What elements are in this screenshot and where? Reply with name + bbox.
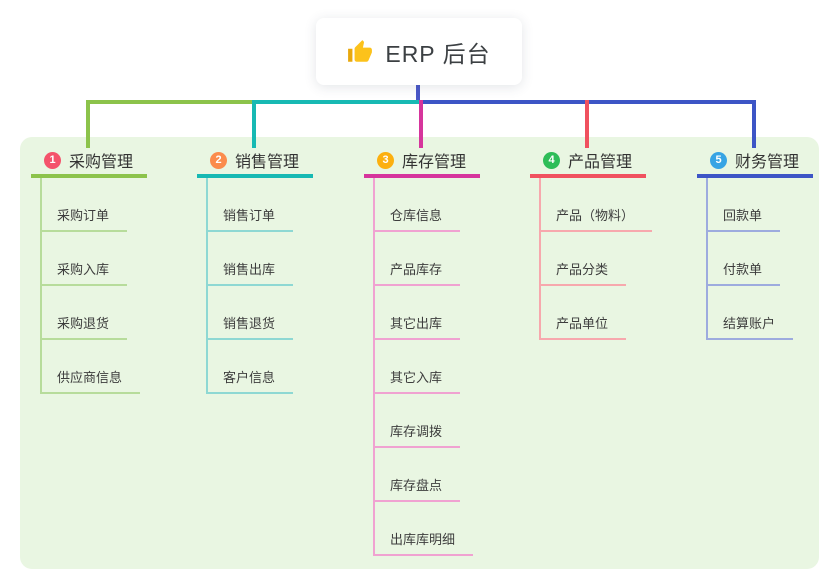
branch-header[interactable]: 5 财务管理 — [697, 149, 839, 171]
connector-bus-segment — [252, 100, 419, 104]
tree-item[interactable]: 销售订单 — [208, 178, 357, 232]
branch-items: 回款单付款单结算账户 — [706, 178, 839, 340]
branch-column: 2 销售管理 销售订单销售出库销售退货客户信息 — [197, 149, 357, 394]
tree-item-label: 仓库信息 — [375, 205, 461, 232]
tree-item-label: 其它入库 — [375, 367, 461, 394]
tree-item[interactable]: 库存盘点 — [375, 448, 524, 502]
branch-underline — [364, 174, 480, 178]
tree-item-label: 供应商信息 — [42, 367, 141, 394]
branch-header[interactable]: 3 库存管理 — [364, 149, 524, 171]
mindmap-panel — [20, 137, 819, 569]
branch-underline — [697, 174, 813, 178]
tree-item-label: 产品分类 — [541, 259, 627, 286]
tree-item[interactable]: 供应商信息 — [42, 340, 191, 394]
branch-number-badge: 3 — [377, 151, 394, 169]
branch-header[interactable]: 4 产品管理 — [530, 149, 690, 171]
connector-drop — [752, 100, 756, 148]
connector-drop — [585, 100, 589, 148]
branch-number-badge: 2 — [210, 151, 227, 169]
tree-item-label: 其它出库 — [375, 313, 461, 340]
tree-item-label: 库存盘点 — [375, 475, 461, 502]
tree-item-label: 产品（物料） — [541, 205, 653, 232]
branch-label: 库存管理 — [402, 154, 467, 171]
root-node[interactable]: ERP 后台 — [316, 18, 522, 85]
tree-item-label: 采购退货 — [42, 313, 128, 340]
tree-item-label: 回款单 — [708, 205, 781, 232]
tree-item[interactable]: 结算账户 — [708, 286, 839, 340]
branch-number-badge: 5 — [710, 151, 727, 169]
connector-bus-segment — [86, 100, 252, 104]
connector-drop — [419, 100, 423, 148]
branch-column: 3 库存管理 仓库信息产品库存其它出库其它入库库存调拨库存盘点出库库明细 — [364, 149, 524, 556]
branch-column: 5 财务管理 回款单付款单结算账户 — [697, 149, 839, 340]
connector-drop — [86, 100, 90, 148]
tree-item[interactable]: 销售出库 — [208, 232, 357, 286]
branch-header[interactable]: 1 采购管理 — [31, 149, 191, 171]
branch-underline — [31, 174, 147, 178]
branch-number-badge: 1 — [44, 151, 61, 169]
tree-item-label: 销售出库 — [208, 259, 294, 286]
branch-items: 产品（物料） 产品分类产品单位 — [539, 178, 690, 340]
tree-item[interactable]: 出库库明细 — [375, 502, 524, 556]
tree-item-label: 产品库存 — [375, 259, 461, 286]
branch-header[interactable]: 2 销售管理 — [197, 149, 357, 171]
tree-item[interactable]: 客户信息 — [208, 340, 357, 394]
tree-item-label: 销售订单 — [208, 205, 294, 232]
tree-item-label: 出库库明细 — [375, 529, 474, 556]
branch-label: 销售管理 — [235, 154, 300, 171]
root-node-label: ERP 后台 — [385, 40, 491, 67]
branch-label: 采购管理 — [69, 154, 134, 171]
branch-items: 仓库信息产品库存其它出库其它入库库存调拨库存盘点出库库明细 — [373, 178, 524, 556]
branch-number-badge: 4 — [543, 151, 560, 169]
tree-item-label: 采购入库 — [42, 259, 128, 286]
tree-item[interactable]: 产品（物料） — [541, 178, 690, 232]
tree-item-label: 产品单位 — [541, 313, 627, 340]
branch-label: 财务管理 — [735, 154, 800, 171]
branch-items: 采购订单采购入库采购退货供应商信息 — [40, 178, 191, 394]
tree-item[interactable]: 仓库信息 — [375, 178, 524, 232]
tree-item-label: 库存调拨 — [375, 421, 461, 448]
branch-label: 产品管理 — [568, 154, 633, 171]
tree-item-label: 客户信息 — [208, 367, 294, 394]
tree-item[interactable]: 采购退货 — [42, 286, 191, 340]
branch-underline — [197, 174, 313, 178]
tree-item[interactable]: 付款单 — [708, 232, 839, 286]
tree-item[interactable]: 回款单 — [708, 178, 839, 232]
branch-items: 销售订单销售出库销售退货客户信息 — [206, 178, 357, 394]
branch-column: 1 采购管理 采购订单采购入库采购退货供应商信息 — [31, 149, 191, 394]
tree-item[interactable]: 产品分类 — [541, 232, 690, 286]
tree-item-label: 采购订单 — [42, 205, 128, 232]
tree-item[interactable]: 其它入库 — [375, 340, 524, 394]
connector-drop — [252, 100, 256, 148]
root-connector-stem — [416, 84, 420, 102]
tree-item[interactable]: 销售退货 — [208, 286, 357, 340]
tree-item-label: 付款单 — [708, 259, 781, 286]
tree-item[interactable]: 采购订单 — [42, 178, 191, 232]
branch-underline — [530, 174, 646, 178]
tree-item-label: 销售退货 — [208, 313, 294, 340]
thumbs-up-icon — [348, 39, 373, 62]
tree-item-label: 结算账户 — [708, 313, 794, 340]
tree-item[interactable]: 采购入库 — [42, 232, 191, 286]
tree-item[interactable]: 产品单位 — [541, 286, 690, 340]
tree-item[interactable]: 产品库存 — [375, 232, 524, 286]
branch-column: 4 产品管理 产品（物料） 产品分类产品单位 — [530, 149, 690, 340]
tree-item[interactable]: 其它出库 — [375, 286, 524, 340]
tree-item[interactable]: 库存调拨 — [375, 394, 524, 448]
